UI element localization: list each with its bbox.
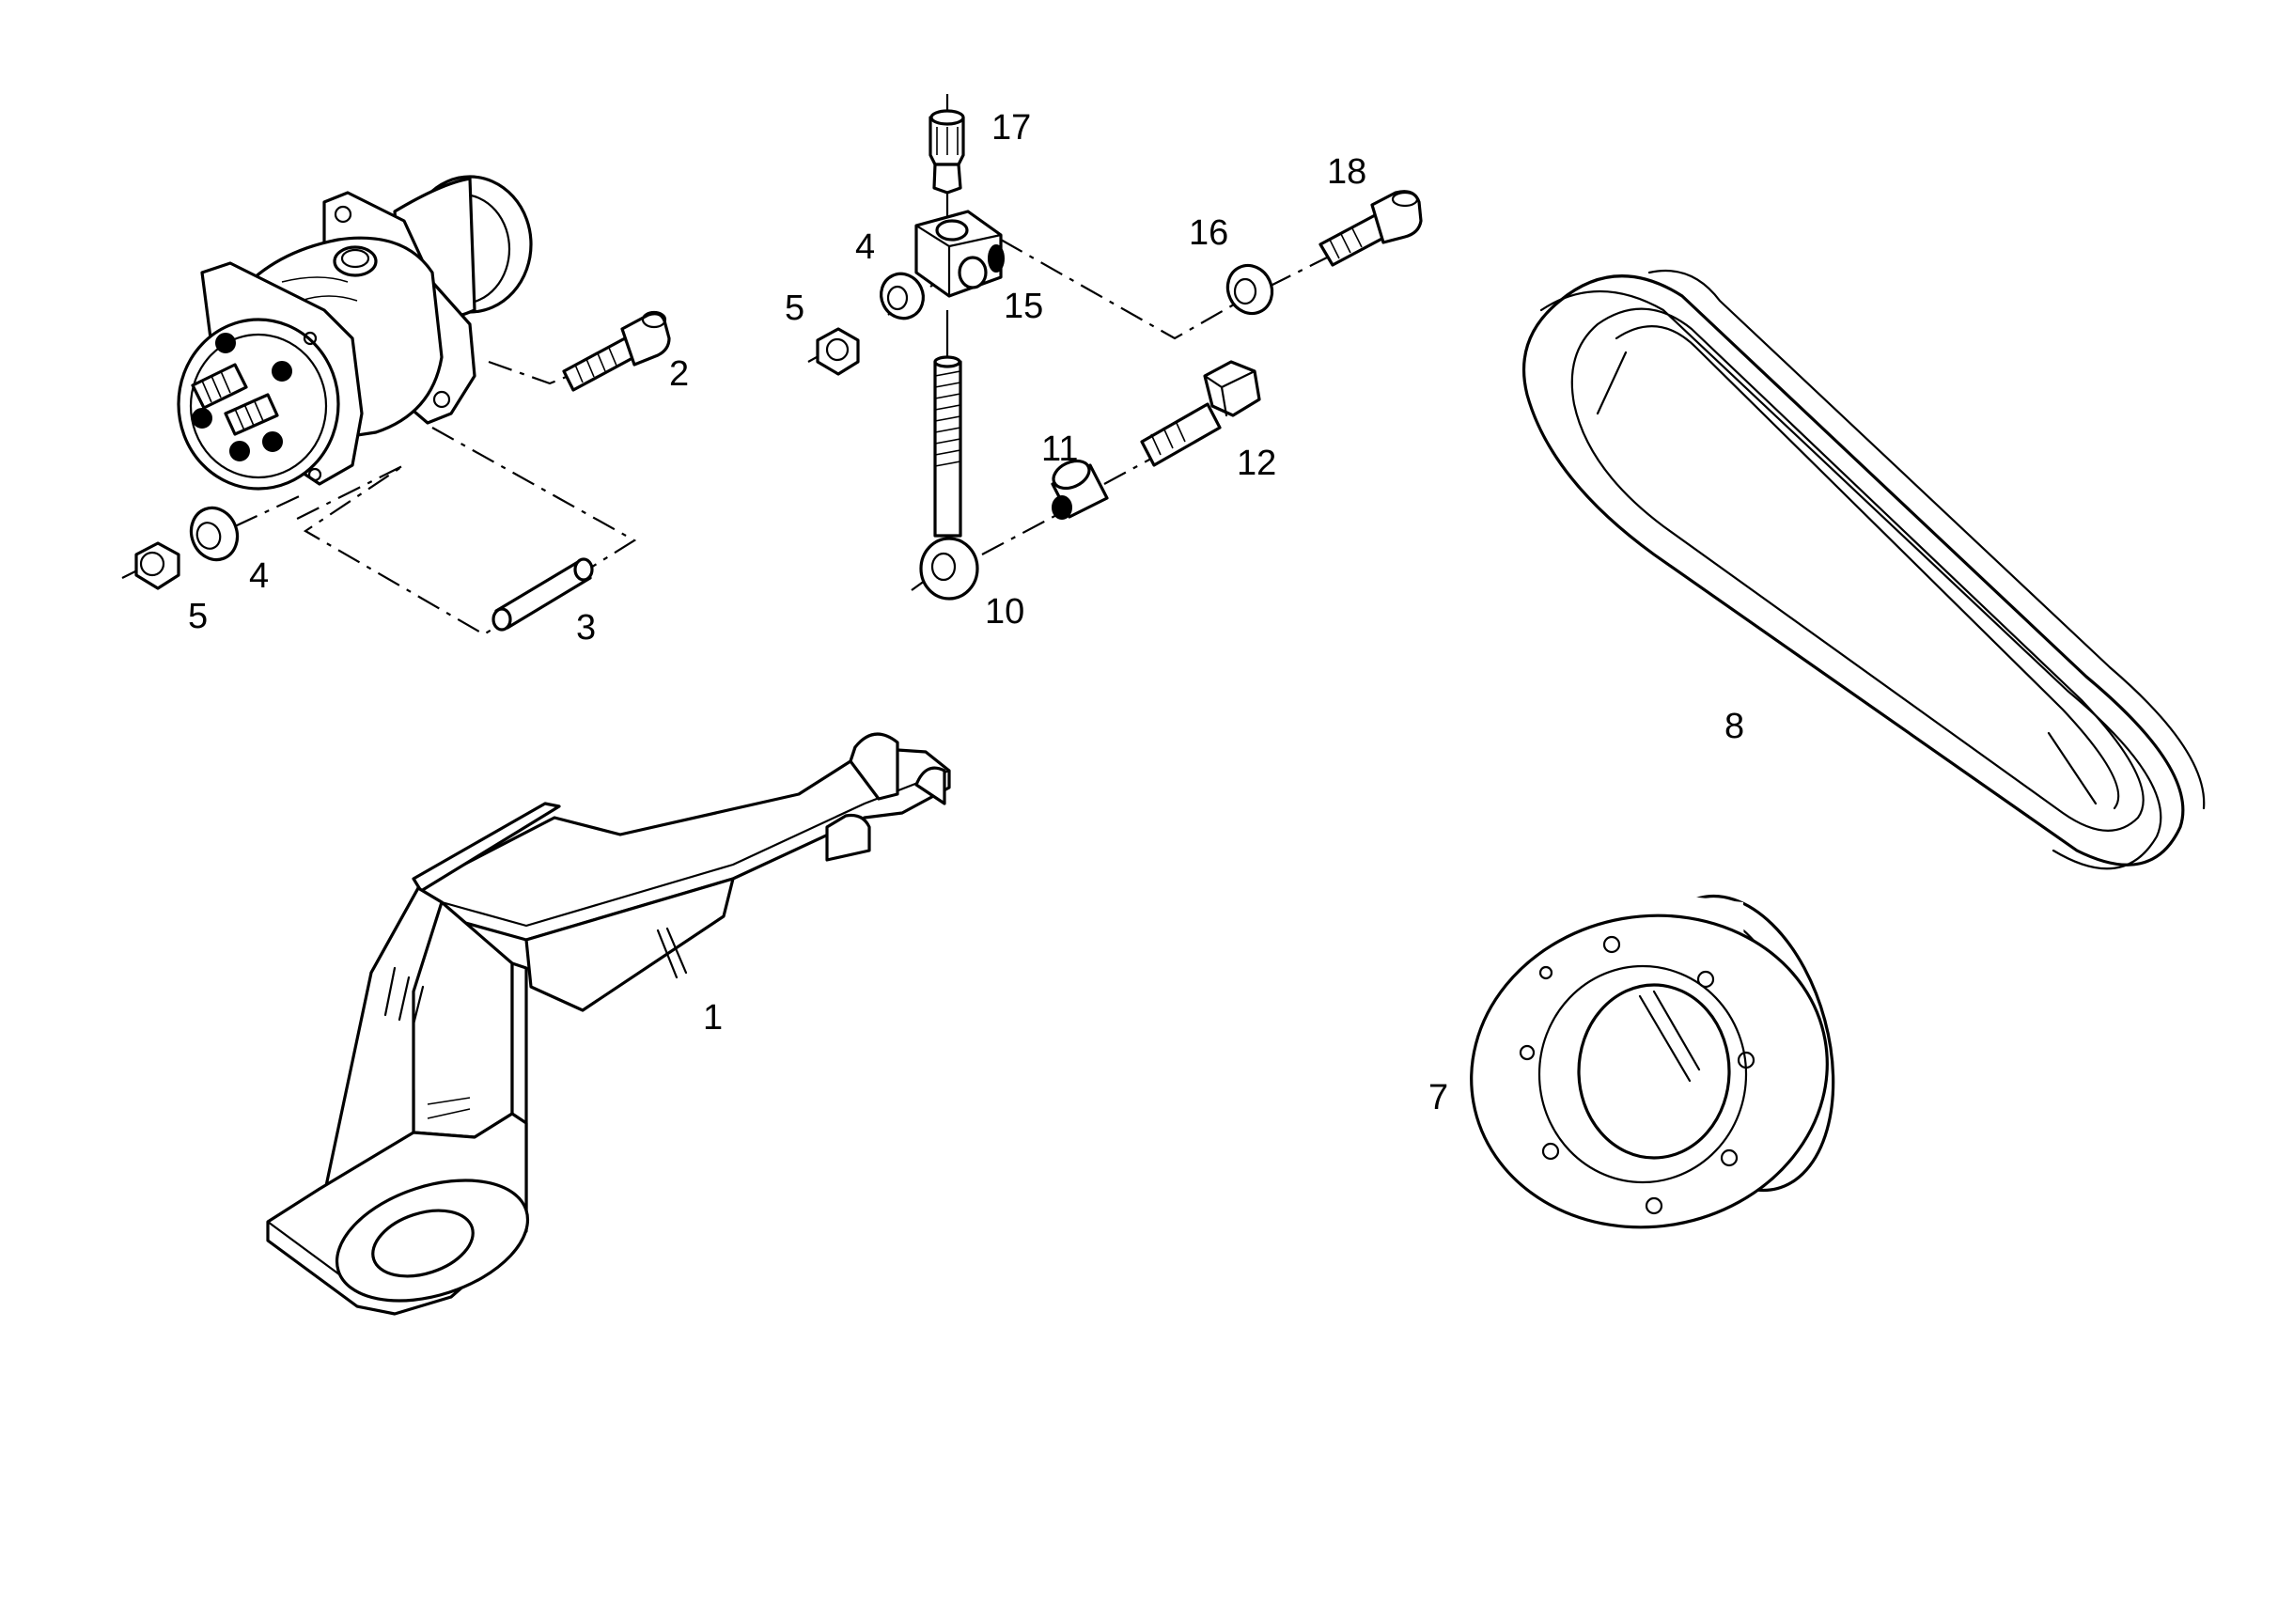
callout-12: 12 <box>1237 444 1276 483</box>
callout-18: 18 <box>1327 152 1366 192</box>
callout-11: 11 <box>1041 429 1078 469</box>
callout-5-center: 5 <box>785 289 804 328</box>
part-16-washer <box>1225 263 1274 316</box>
callout-7: 7 <box>1428 1078 1448 1117</box>
part-1-bracket <box>266 732 951 1316</box>
callout-2: 2 <box>669 354 689 394</box>
part-18-socket-bolt <box>1318 190 1423 267</box>
part-4-washer-left <box>189 506 240 562</box>
part-2-bolt <box>562 310 671 392</box>
callout-5-left: 5 <box>188 597 208 636</box>
part-7-pulley <box>1470 893 1835 1229</box>
part-8-v-belt <box>1522 269 2206 870</box>
callout-15: 15 <box>1004 287 1043 326</box>
callout-8: 8 <box>1724 707 1744 746</box>
callout-3: 3 <box>576 608 596 648</box>
part-12-hex-bolt <box>1140 360 1261 467</box>
callout-1: 1 <box>703 998 723 1038</box>
part-15-clamp-block <box>914 210 1005 298</box>
part-5-nut-left <box>134 541 180 590</box>
callout-17: 17 <box>991 108 1031 148</box>
compressor <box>177 175 533 491</box>
part-10-eye-bolt <box>919 355 979 601</box>
callout-4-left: 4 <box>249 556 269 596</box>
callout-10: 10 <box>985 592 1024 632</box>
callout-labels: 1 2 3 4 5 4 5 7 8 10 11 12 15 16 17 18 <box>188 108 1744 1117</box>
part-11-spacer <box>1051 459 1109 520</box>
part-4-washer-center <box>880 272 925 320</box>
callout-16: 16 <box>1189 213 1228 253</box>
callout-4-center: 4 <box>855 227 875 267</box>
part-5-nut-center <box>816 327 860 376</box>
part-3-pin <box>491 557 594 632</box>
part-17-fitting <box>928 109 965 195</box>
